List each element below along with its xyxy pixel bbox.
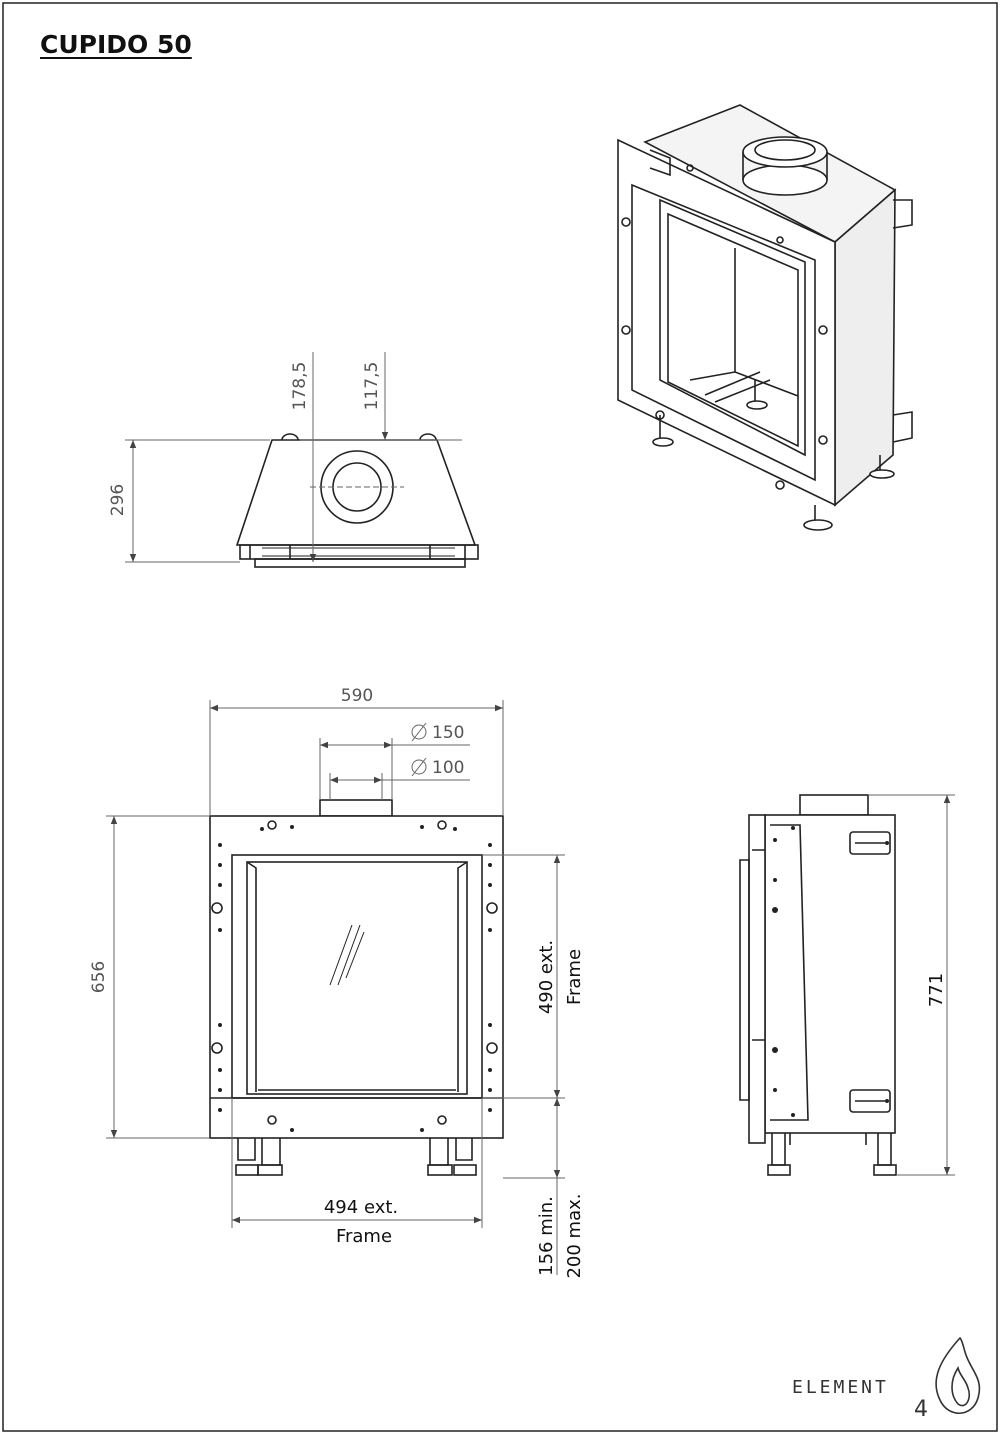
dim-front-height: 656 <box>89 961 109 993</box>
element4-logo: ELEMENT 4 <box>792 1336 981 1422</box>
side-view: 771 <box>739 794 955 1176</box>
dim-flue-outer: 150 <box>432 723 464 743</box>
dim-top-depth: 296 <box>108 484 128 516</box>
dim-side-height: 771 <box>926 973 947 1007</box>
dim-flue-inner: 100 <box>432 758 464 778</box>
page-title: CUPIDO 50 <box>40 30 192 59</box>
dim-flue-front: 178,5 <box>290 362 310 411</box>
logo-number: 4 <box>914 1397 928 1422</box>
dim-front-width: 590 <box>341 686 373 706</box>
dim-frame-height-label: Frame <box>564 949 585 1005</box>
logo-text: ELEMENT <box>792 1377 889 1398</box>
dim-frame-height: 490 ext. <box>536 940 557 1014</box>
front-view: 590 150 100 656 490 ext. Frame 494 ext. … <box>89 686 585 1279</box>
isometric-view <box>617 104 913 531</box>
dim-flue-offset: 117,5 <box>362 362 382 411</box>
dim-frame-width-label: Frame <box>336 1226 392 1247</box>
dim-leg-min: 156 min. <box>536 1196 557 1276</box>
dim-leg-max: 200 max. <box>564 1193 585 1278</box>
flame-icon <box>935 1336 981 1414</box>
top-view: 296 178,5 117,5 <box>108 352 479 568</box>
dim-frame-width: 494 ext. <box>324 1197 398 1218</box>
